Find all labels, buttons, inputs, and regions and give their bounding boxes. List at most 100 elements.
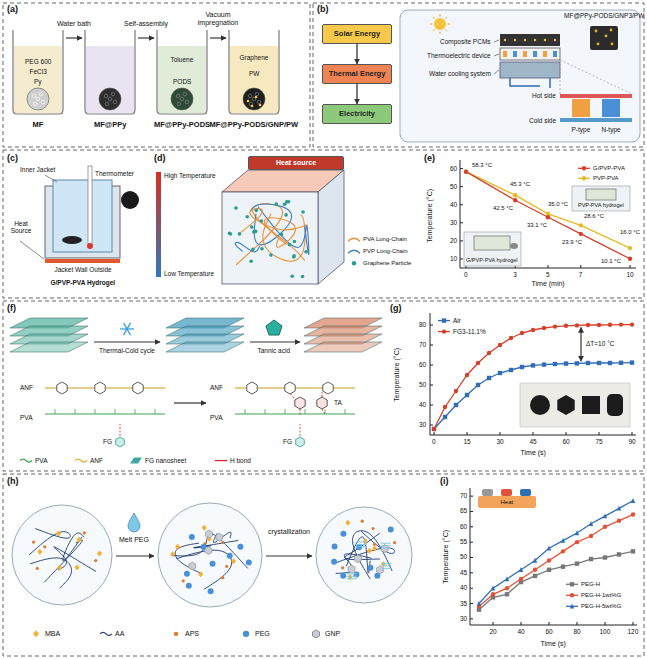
foam-pore (104, 94, 108, 98)
mba-crosslinker (37, 549, 42, 555)
peg-lamella (381, 548, 391, 549)
axis-tick (580, 265, 581, 268)
label: Heat (501, 499, 514, 506)
data-marker (628, 257, 632, 261)
panel-label: MF (33, 121, 44, 129)
hydroxyl-group (345, 409, 346, 414)
gnp-sheet (355, 555, 362, 563)
foam-pore (32, 94, 36, 98)
pcm-dot (514, 39, 516, 41)
legend-label: G/PVP-PVA (593, 165, 625, 172)
legend-sample (243, 631, 249, 637)
legend-label: MBA (45, 630, 60, 638)
arrow (210, 37, 226, 38)
aps-initiator (341, 566, 344, 569)
foam-pore (108, 97, 112, 101)
hydroxyl-group (245, 409, 246, 414)
label: 60 (460, 523, 467, 530)
label: Toluene (171, 56, 194, 63)
graphene-particle (284, 213, 288, 217)
mba-crosslinker (381, 561, 386, 567)
data-marker (509, 368, 513, 372)
sun-ray (433, 29, 435, 31)
arrow (94, 341, 160, 342)
data-marker (561, 538, 565, 543)
label: 30 (497, 438, 504, 445)
process-box: Heat source (248, 156, 344, 170)
data-marker (597, 361, 601, 365)
axis-tick (549, 622, 550, 625)
data-marker (619, 361, 623, 365)
legend-sample (215, 460, 227, 461)
foam-dot (597, 43, 600, 46)
arrow (174, 402, 206, 403)
pcm-dot (534, 39, 536, 41)
data-line (479, 501, 633, 604)
panel-label: G/PVP-PVA Hydrogel (51, 279, 116, 286)
label: ANF (20, 384, 33, 391)
device-panel (400, 10, 640, 142)
data-marker (454, 389, 458, 393)
data-marker (561, 565, 565, 569)
box-text: Thermal Energy (329, 70, 386, 78)
legend-label: ANF (90, 457, 103, 464)
data-marker (520, 331, 524, 335)
graphene-particle (260, 219, 264, 223)
data-marker (432, 427, 436, 431)
label: 30 (450, 219, 457, 226)
pcm-dot (554, 39, 556, 41)
axis-line (470, 488, 637, 625)
label: Graphene (240, 54, 269, 61)
flow-arrow (356, 84, 357, 104)
label: 60 (450, 165, 457, 172)
label: 75 (596, 438, 603, 445)
data-marker (443, 415, 447, 419)
data-marker (603, 555, 607, 559)
data-marker (608, 323, 612, 327)
polymer-chain (241, 209, 308, 233)
peg-lamella (347, 573, 357, 574)
axis-tick (430, 325, 433, 326)
ta-ring (317, 397, 327, 409)
aa-chain (333, 531, 395, 564)
peg-ball (246, 560, 252, 566)
peg-ball (210, 561, 216, 567)
foam-pore (113, 100, 117, 104)
hot-side-bar (560, 94, 632, 98)
label: MF@PPy-PODS/GNP3/PW (564, 12, 644, 19)
label: 5 (546, 271, 550, 278)
label: Thermometer (95, 170, 134, 177)
beaker-liquid (14, 46, 62, 113)
label: 28.6 °C (584, 213, 604, 220)
aps-initiator (371, 527, 374, 530)
label: Tannic acid (258, 347, 291, 354)
data-marker (617, 552, 621, 556)
panel-frame (3, 301, 644, 471)
gnp-sheet (189, 562, 196, 570)
data-marker (533, 568, 537, 572)
label: 70 (419, 341, 426, 348)
data-marker (476, 361, 480, 365)
data-marker (589, 521, 593, 526)
zoom-line (560, 60, 632, 94)
gnp-sheet (377, 566, 384, 574)
cooling-block (500, 62, 560, 78)
inset-photo (572, 186, 630, 211)
sample-pellet (557, 395, 574, 415)
label: 45 (530, 438, 537, 445)
graphene-particle (254, 230, 258, 234)
label: 65 (460, 507, 467, 514)
data-marker (533, 574, 537, 578)
heat-plate (45, 259, 120, 263)
graphene-particle (274, 202, 278, 206)
graphene-particle (280, 233, 284, 237)
data-marker (505, 576, 509, 581)
legend-label: FG nanosheet (145, 457, 186, 464)
sun-ray (448, 24, 451, 25)
thermometer (88, 166, 92, 244)
foam-sponge (243, 88, 265, 110)
data-marker (542, 362, 546, 366)
pcm-plate (500, 34, 560, 46)
label: P-type (572, 126, 591, 133)
